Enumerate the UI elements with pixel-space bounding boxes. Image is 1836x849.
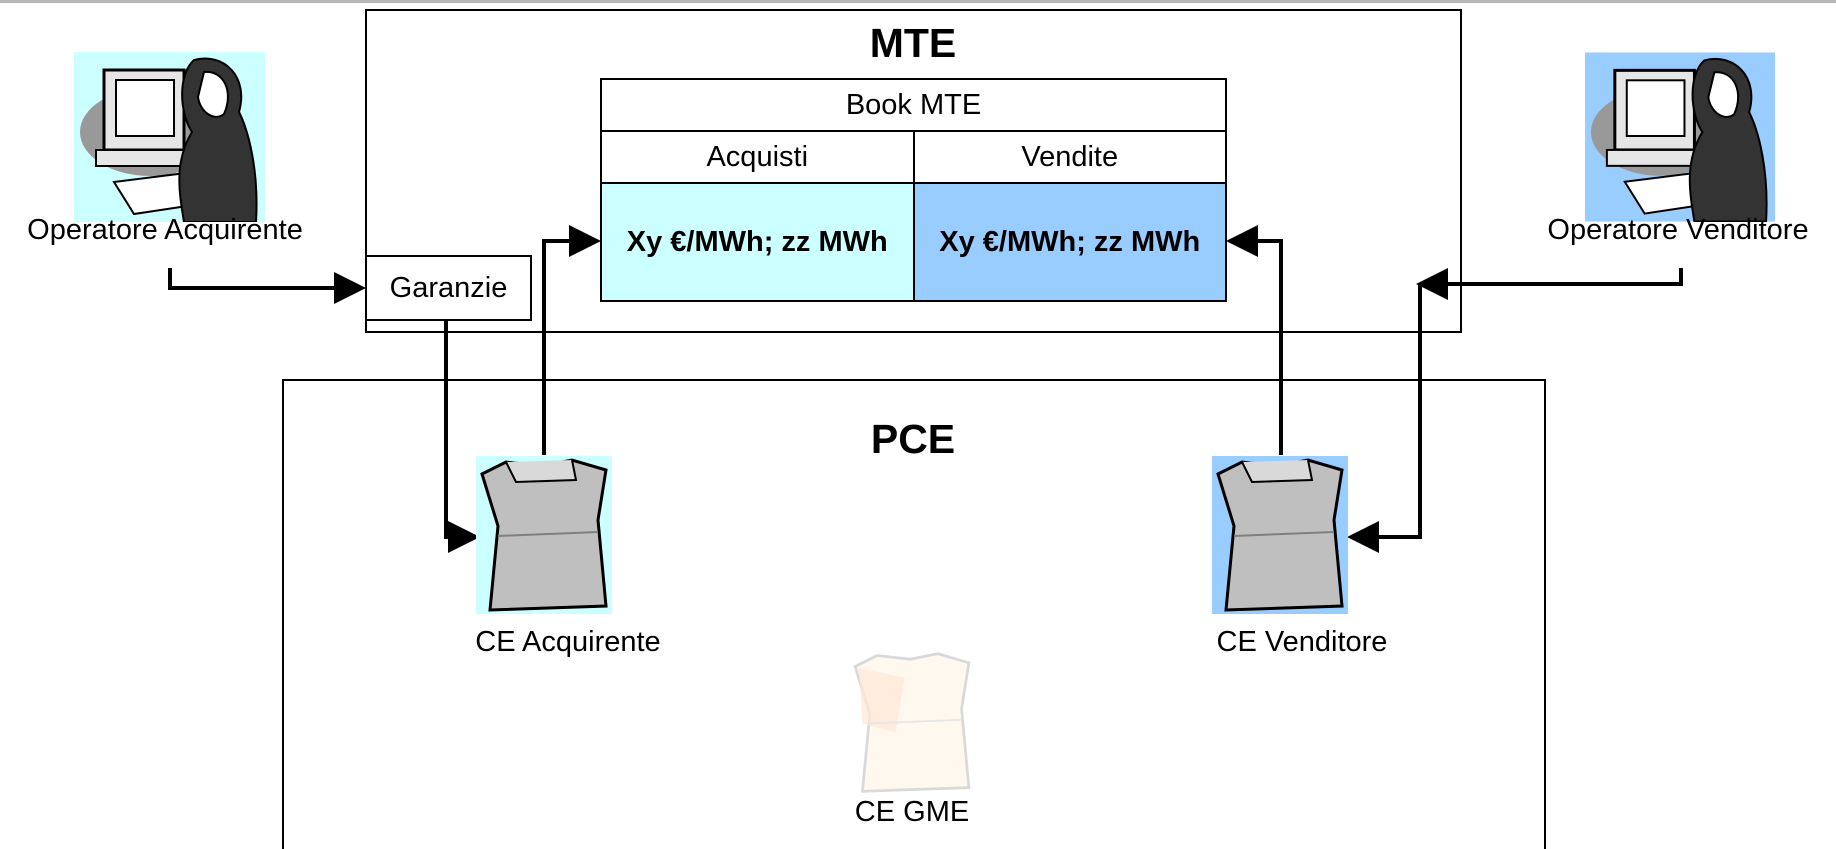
guarantees-label: Garanzie [389,271,508,304]
buy-order-cell: Xy €/MWh; zz MWh [600,182,915,302]
book-title: Book MTE [600,78,1227,132]
buy-header: Acquisti [600,130,915,184]
ce-buyer-icon [476,456,612,614]
guarantees-box: Garanzie [365,255,532,321]
arrow-seller-to-mte [1416,268,1683,300]
top-border [0,0,1836,3]
ce-buyer-label: CE Acquirente [475,626,661,658]
ce-seller-label: CE Venditore [1216,626,1388,658]
ce-gme-icon [844,650,980,795]
book-mte-table: Book MTE Acquisti Vendite Xy €/MWh; zz M… [600,78,1227,302]
pce-title: PCE [870,416,956,462]
buyer-operator-icon [74,52,265,223]
seller-operator-icon [1585,52,1775,223]
ce-seller-icon [1211,456,1349,614]
sell-header: Vendite [912,130,1227,184]
arrow-buyer-to-guarantees [168,268,366,304]
arrow-ce-buyer-to-buy-order [542,225,601,455]
ce-gme-label: CE GME [854,796,970,828]
arrow-ce-seller-to-sell-order [1226,225,1283,455]
buyer-operator-label: Operatore Acquirente [27,214,303,246]
arrow-guarantees-to-ce-buyer [444,321,480,553]
mte-title: MTE [869,20,957,66]
arrow-mte-to-ce-seller [1347,284,1422,553]
sell-order-cell: Xy €/MWh; zz MWh [912,182,1227,302]
seller-operator-label: Operatore Venditore [1547,214,1809,246]
